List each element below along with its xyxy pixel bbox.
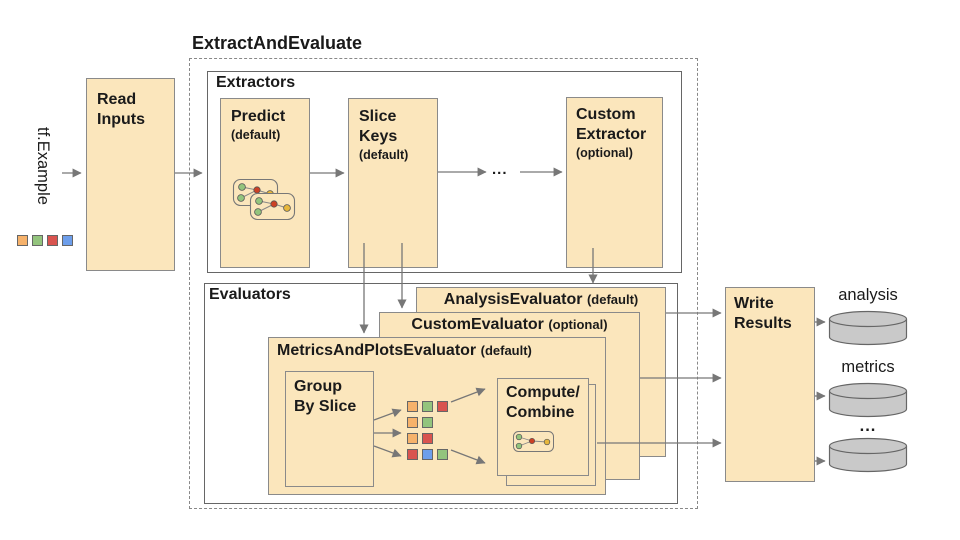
custom-evaluator-header: CustomEvaluator (optional) — [380, 313, 639, 334]
color-squares-row — [407, 449, 448, 460]
metrics-and-plots-title: MetricsAndPlotsEvaluator — [277, 342, 477, 359]
orange-example-square — [407, 417, 418, 428]
diagram-title: ExtractAndEvaluate — [192, 33, 363, 53]
analysis-output-label: analysis — [838, 286, 898, 304]
custom-evaluator-title: CustomEvaluator — [411, 316, 544, 333]
input-label: tf.Example — [34, 127, 52, 205]
blue-example-square — [422, 449, 433, 460]
slice-keys-title: Slice Keys — [359, 108, 398, 145]
extractors-label: Extractors — [216, 74, 296, 91]
group-by-slice-title: Group By Slice — [294, 378, 357, 415]
orange-example-square — [17, 235, 28, 246]
blue-example-square — [62, 235, 73, 246]
red-example-square — [422, 433, 433, 444]
evaluators-label: Evaluators — [209, 286, 291, 303]
metrics-and-plots-header: MetricsAndPlotsEvaluator (default) — [269, 338, 605, 360]
analysis-evaluator-title: AnalysisEvaluator — [443, 291, 583, 308]
green-example-square — [422, 417, 433, 428]
custom-extractor-box: Custom Extractor (optional) — [566, 97, 663, 268]
outputs-ellipsis: ... — [859, 417, 877, 435]
analysis-evaluator-sub: (default) — [586, 292, 639, 307]
combine-graph-icon — [513, 431, 554, 452]
sliced-examples-grid — [407, 401, 448, 465]
analysis-evaluator-header: AnalysisEvaluator (default) — [417, 288, 665, 309]
green-example-square — [422, 401, 433, 412]
model-graph-icon — [232, 178, 296, 221]
slice-keys-extractor-box: Slice Keys (default) — [348, 98, 438, 268]
read-inputs-box: Read Inputs — [86, 78, 175, 271]
custom-evaluator-sub: (optional) — [548, 317, 608, 332]
custom-extractor-sub: (optional) — [576, 146, 633, 160]
metrics-and-plots-sub: (default) — [480, 343, 532, 358]
predict-sub: (default) — [231, 128, 281, 142]
metrics-datastore-cylinder — [828, 382, 908, 418]
custom-extractor-title: Custom Extractor — [576, 106, 647, 143]
color-squares-row — [407, 433, 448, 444]
green-example-square — [437, 449, 448, 460]
read-inputs-title: Read Inputs — [97, 91, 145, 128]
analysis-datastore-cylinder — [828, 310, 908, 346]
red-example-square — [47, 235, 58, 246]
green-example-square — [32, 235, 43, 246]
write-results-title: Write Results — [734, 295, 792, 332]
color-squares-row — [407, 417, 448, 428]
compute-combine-title: Compute/ Combine — [506, 384, 580, 421]
color-squares-row — [17, 235, 73, 246]
red-example-square — [437, 401, 448, 412]
extract-and-evaluate-boundary — [189, 58, 698, 509]
metrics-output-label: metrics — [841, 358, 895, 376]
metrics-and-plots-evaluator-box: MetricsAndPlotsEvaluator (default) Group… — [268, 337, 606, 495]
slice-keys-sub: (default) — [359, 148, 409, 162]
input-squares — [17, 235, 73, 251]
orange-example-square — [407, 401, 418, 412]
extractors-ellipsis: ... — [492, 161, 508, 178]
write-results-box: Write Results — [725, 287, 815, 482]
orange-example-square — [407, 433, 418, 444]
more-datastore-cylinder — [828, 437, 908, 473]
red-example-square — [407, 449, 418, 460]
color-squares-row — [407, 401, 448, 412]
group-by-slice-box: Group By Slice — [285, 371, 374, 487]
predict-title: Predict — [231, 108, 286, 125]
compute-combine-box: Compute/ Combine — [497, 378, 589, 476]
